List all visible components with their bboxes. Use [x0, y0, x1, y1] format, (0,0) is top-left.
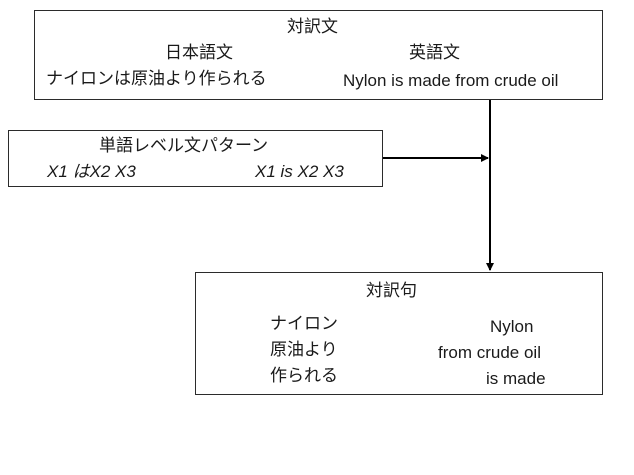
phrase-english: from crude oil: [438, 343, 541, 362]
parallel-sentence-box: 対訳文 日本語文 英語文 ナイロンは原油より作られる Nylon is made…: [34, 10, 603, 100]
phrase-japanese: ナイロン: [270, 314, 338, 334]
japanese-sentence: ナイロンは原油より作られる: [46, 69, 267, 89]
phrase-japanese: 原油より: [270, 340, 338, 360]
phrase-pairs-title: 対訳句: [366, 281, 417, 301]
sentence-pattern-box: 単語レベル文パターン X1 はX2 X3 X1 is X2 X3: [8, 130, 383, 187]
japanese-header: 日本語文: [165, 43, 233, 63]
phrase-japanese: 作られる: [270, 366, 338, 386]
sentence-pattern-title: 単語レベル文パターン: [99, 136, 269, 156]
phrase-pairs-box: 対訳句 ナイロン Nylon 原油より from crude oil 作られる …: [195, 272, 603, 395]
english-header: 英語文: [409, 43, 460, 63]
parallel-sentence-title: 対訳文: [287, 17, 338, 37]
phrase-english: is made: [486, 369, 546, 388]
phrase-english: Nylon: [490, 317, 534, 336]
japanese-pattern: X1 はX2 X3: [47, 162, 136, 181]
english-pattern: X1 is X2 X3: [255, 162, 344, 181]
english-sentence: Nylon is made from crude oil: [343, 71, 559, 90]
